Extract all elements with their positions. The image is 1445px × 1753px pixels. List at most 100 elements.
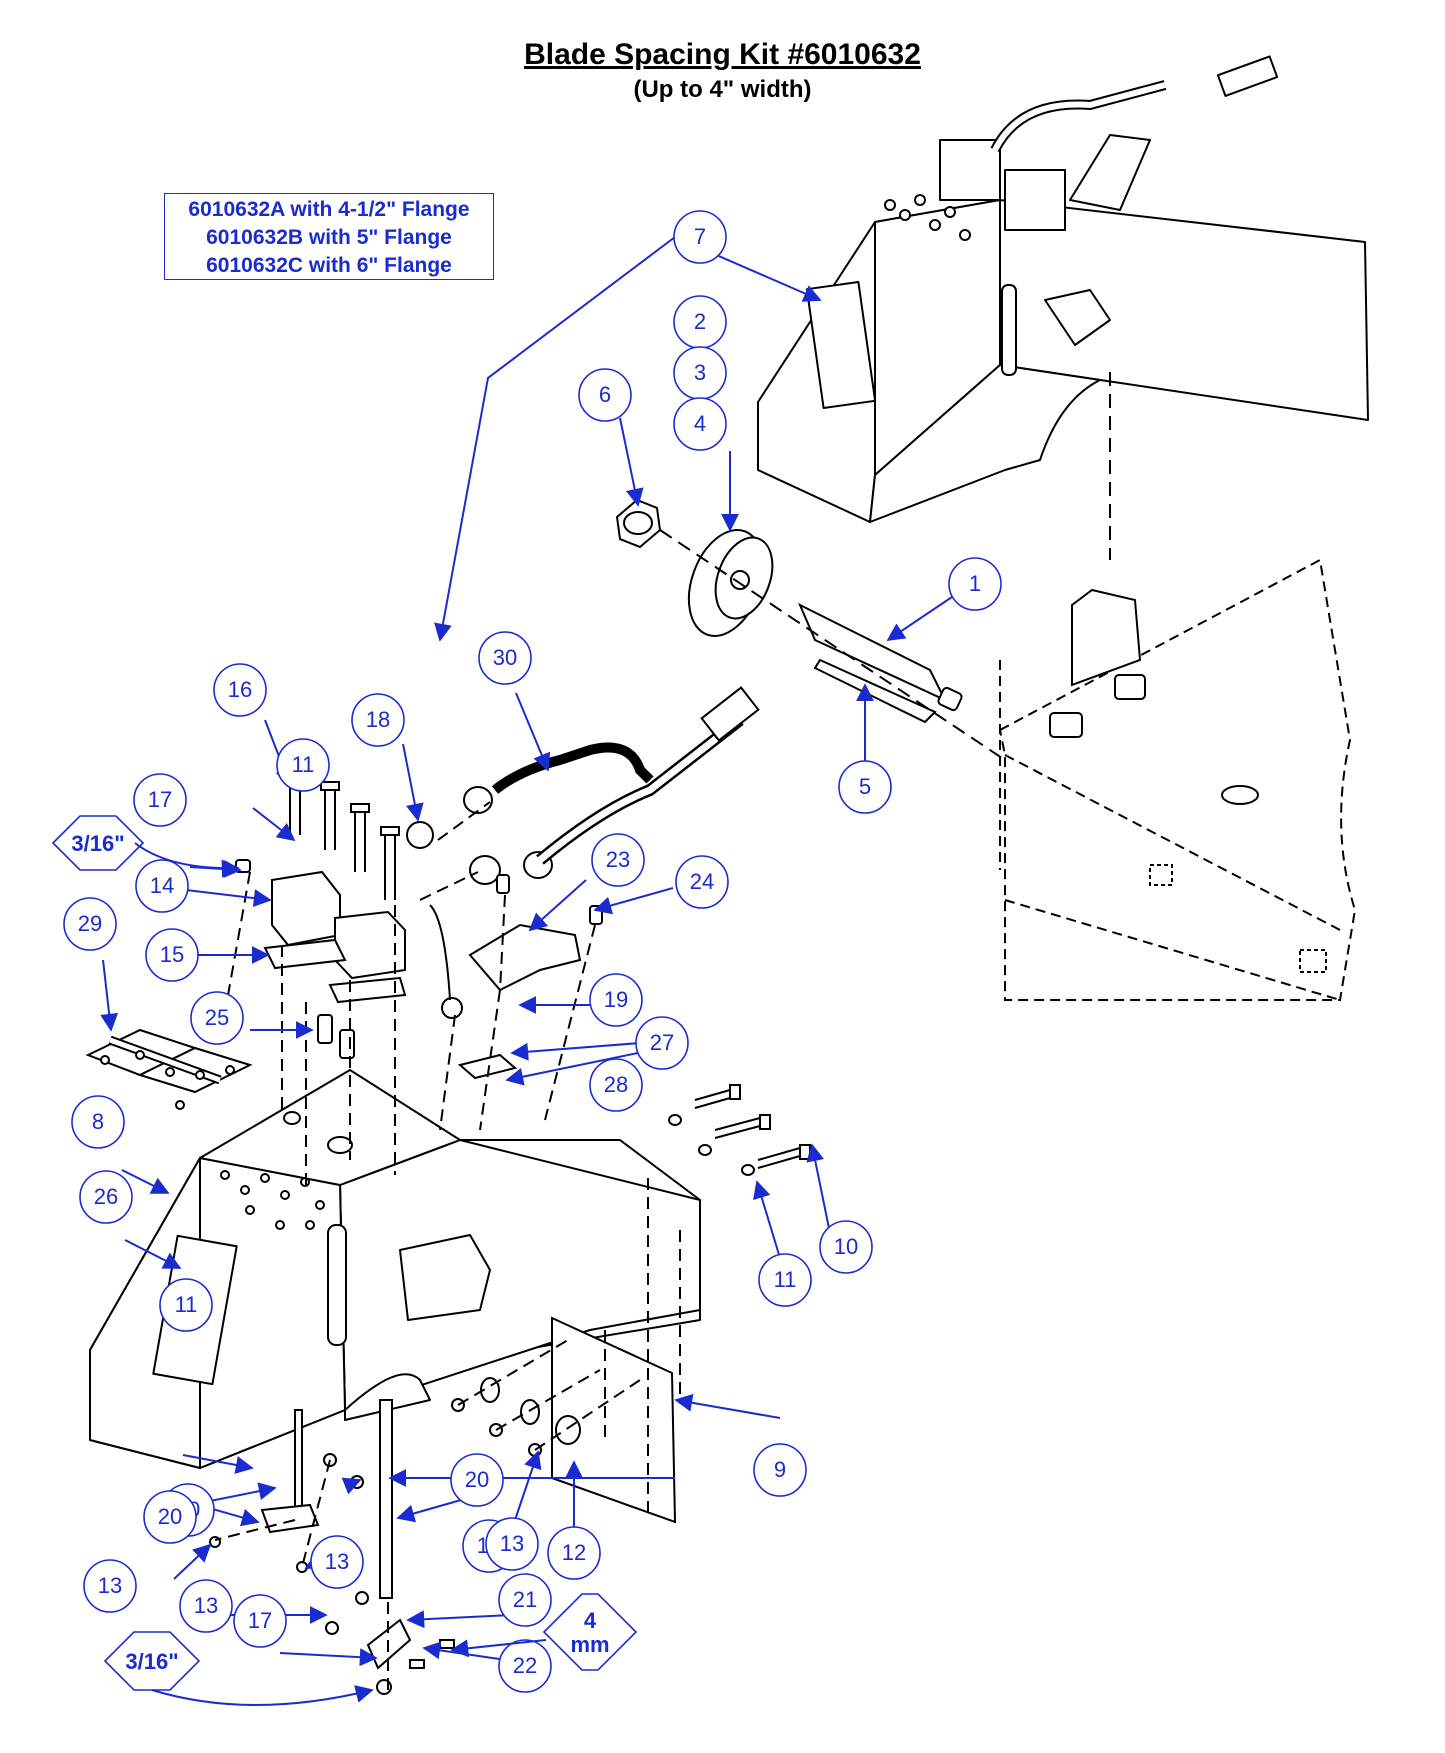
- callout-22: 22: [498, 1639, 552, 1693]
- callout-label: 26: [94, 1184, 118, 1209]
- callout-13: 13: [485, 1517, 539, 1571]
- callout-circle: [135, 859, 189, 913]
- callout-11: 11: [159, 1278, 213, 1332]
- callout-11: 11: [758, 1253, 812, 1307]
- callout-13: 13: [310, 1535, 364, 1589]
- callout-circle: [213, 663, 267, 717]
- callout-label: 13: [98, 1573, 122, 1598]
- callout-8: 8: [71, 1095, 125, 1149]
- hex-leader: [134, 842, 240, 878]
- callout-label: 17: [148, 787, 172, 812]
- callout-circle: [190, 991, 244, 1045]
- kit-variants-box: 6010632A with 4-1/2" Flange 6010632B wit…: [164, 193, 494, 280]
- size-hex-3-16-upper: 3/16": [51, 815, 145, 871]
- callout-label: 25: [205, 1005, 229, 1030]
- callout-30: 30: [478, 631, 532, 685]
- callout-circle: [310, 1535, 364, 1589]
- callout-13: 13: [83, 1559, 137, 1613]
- callout-label: 27: [650, 1030, 674, 1055]
- frame-details: [1049, 588, 1327, 973]
- callout-label: 11: [175, 1292, 198, 1317]
- callout-label: 13: [325, 1549, 349, 1574]
- callout-circle: [145, 928, 199, 982]
- callout-circle: [591, 833, 645, 887]
- callout-label: 20: [465, 1467, 489, 1492]
- callout-18: 18: [351, 693, 405, 747]
- callout-20: 20: [143, 1490, 197, 1544]
- callout-circle: [143, 1490, 197, 1544]
- assembly-lines: [214, 801, 681, 1690]
- callout-circle: [159, 1278, 213, 1332]
- callout-circle: [589, 1058, 643, 1112]
- callout-label: 21: [513, 1587, 537, 1612]
- variant-c: 6010632C with 6" Flange: [206, 254, 452, 277]
- callout-29: 29: [63, 897, 117, 951]
- callout-circle: [819, 1220, 873, 1274]
- callout-circle: [276, 738, 330, 792]
- callout-label: 13: [500, 1531, 524, 1556]
- callout-label: 24: [690, 869, 714, 894]
- hex-leader: [151, 1685, 374, 1706]
- callout-label: 20: [158, 1504, 182, 1529]
- callout-label: 11: [774, 1267, 797, 1292]
- callout-label: 10: [834, 1234, 858, 1259]
- callout-14: 14: [135, 859, 189, 913]
- callout-circle: [351, 693, 405, 747]
- callout-label: 11: [292, 752, 315, 777]
- side-bolts: [668, 1084, 811, 1176]
- callout-17: 17: [233, 1594, 287, 1648]
- callout-12: 12: [547, 1526, 601, 1580]
- diagram-title: Blade Spacing Kit #6010632: [524, 38, 921, 71]
- callout-label: 4: [694, 411, 706, 436]
- callout-label: 28: [604, 1072, 628, 1097]
- callout-label: 18: [366, 707, 390, 732]
- middle-hardware: [235, 686, 760, 1080]
- callout-label: 14: [150, 873, 174, 898]
- callout-27: 27: [635, 1016, 689, 1070]
- callout-label: 1: [969, 571, 981, 596]
- callout-label: 29: [78, 911, 102, 936]
- callout-label: 8: [92, 1109, 104, 1134]
- callout-25: 25: [190, 991, 244, 1045]
- callout-17: 17: [133, 773, 187, 827]
- shaft-axis: [659, 529, 1006, 761]
- callout-19: 19: [589, 973, 643, 1027]
- size-hex-4mm: 4mm: [542, 1593, 638, 1671]
- callout-label: 30: [493, 645, 517, 670]
- callout-label: 13: [194, 1593, 218, 1618]
- callout-circle: [79, 1170, 133, 1224]
- callout-13: 13: [179, 1579, 233, 1633]
- callout-circle: [673, 397, 727, 451]
- callout-21: 21: [498, 1573, 552, 1627]
- callout-label: 2: [694, 309, 706, 334]
- diagram-subtitle: (Up to 4" width): [633, 76, 812, 103]
- callout-label: 19: [604, 987, 628, 1012]
- callout-circle: [71, 1095, 125, 1149]
- callout-label: 9: [774, 1457, 786, 1482]
- hinges: [85, 1028, 253, 1110]
- callout-label: 5: [859, 774, 871, 799]
- saw-frame: [998, 558, 1357, 1001]
- upper-blade-guard: [757, 55, 1369, 523]
- size-hex-3-16-lower: 3/16": [103, 1631, 201, 1691]
- callout-10: 10: [819, 1220, 873, 1274]
- callout-circle: [589, 973, 643, 1027]
- callout-circle: [485, 1517, 539, 1571]
- callout-24: 24: [675, 855, 729, 909]
- hex-label-text: 4: [584, 1608, 597, 1633]
- callout-label: 12: [562, 1540, 586, 1565]
- hex-label-text: 3/16": [71, 831, 124, 856]
- callout-circle: [498, 1639, 552, 1693]
- callout-label: 22: [513, 1653, 537, 1678]
- callout-layer: 1234567891011111112131313131314151617171…: [51, 210, 1002, 1706]
- callout-circle: [498, 1573, 552, 1627]
- callout-circle: [758, 1253, 812, 1307]
- callout-label: 7: [694, 224, 706, 249]
- variant-b: 6010632B with 5" Flange: [206, 226, 452, 249]
- callout-circle: [578, 368, 632, 422]
- callout-circle: [753, 1443, 807, 1497]
- callout-circle: [63, 897, 117, 951]
- lower-blade-guard: [89, 1069, 701, 1469]
- callout-26: 26: [79, 1170, 133, 1224]
